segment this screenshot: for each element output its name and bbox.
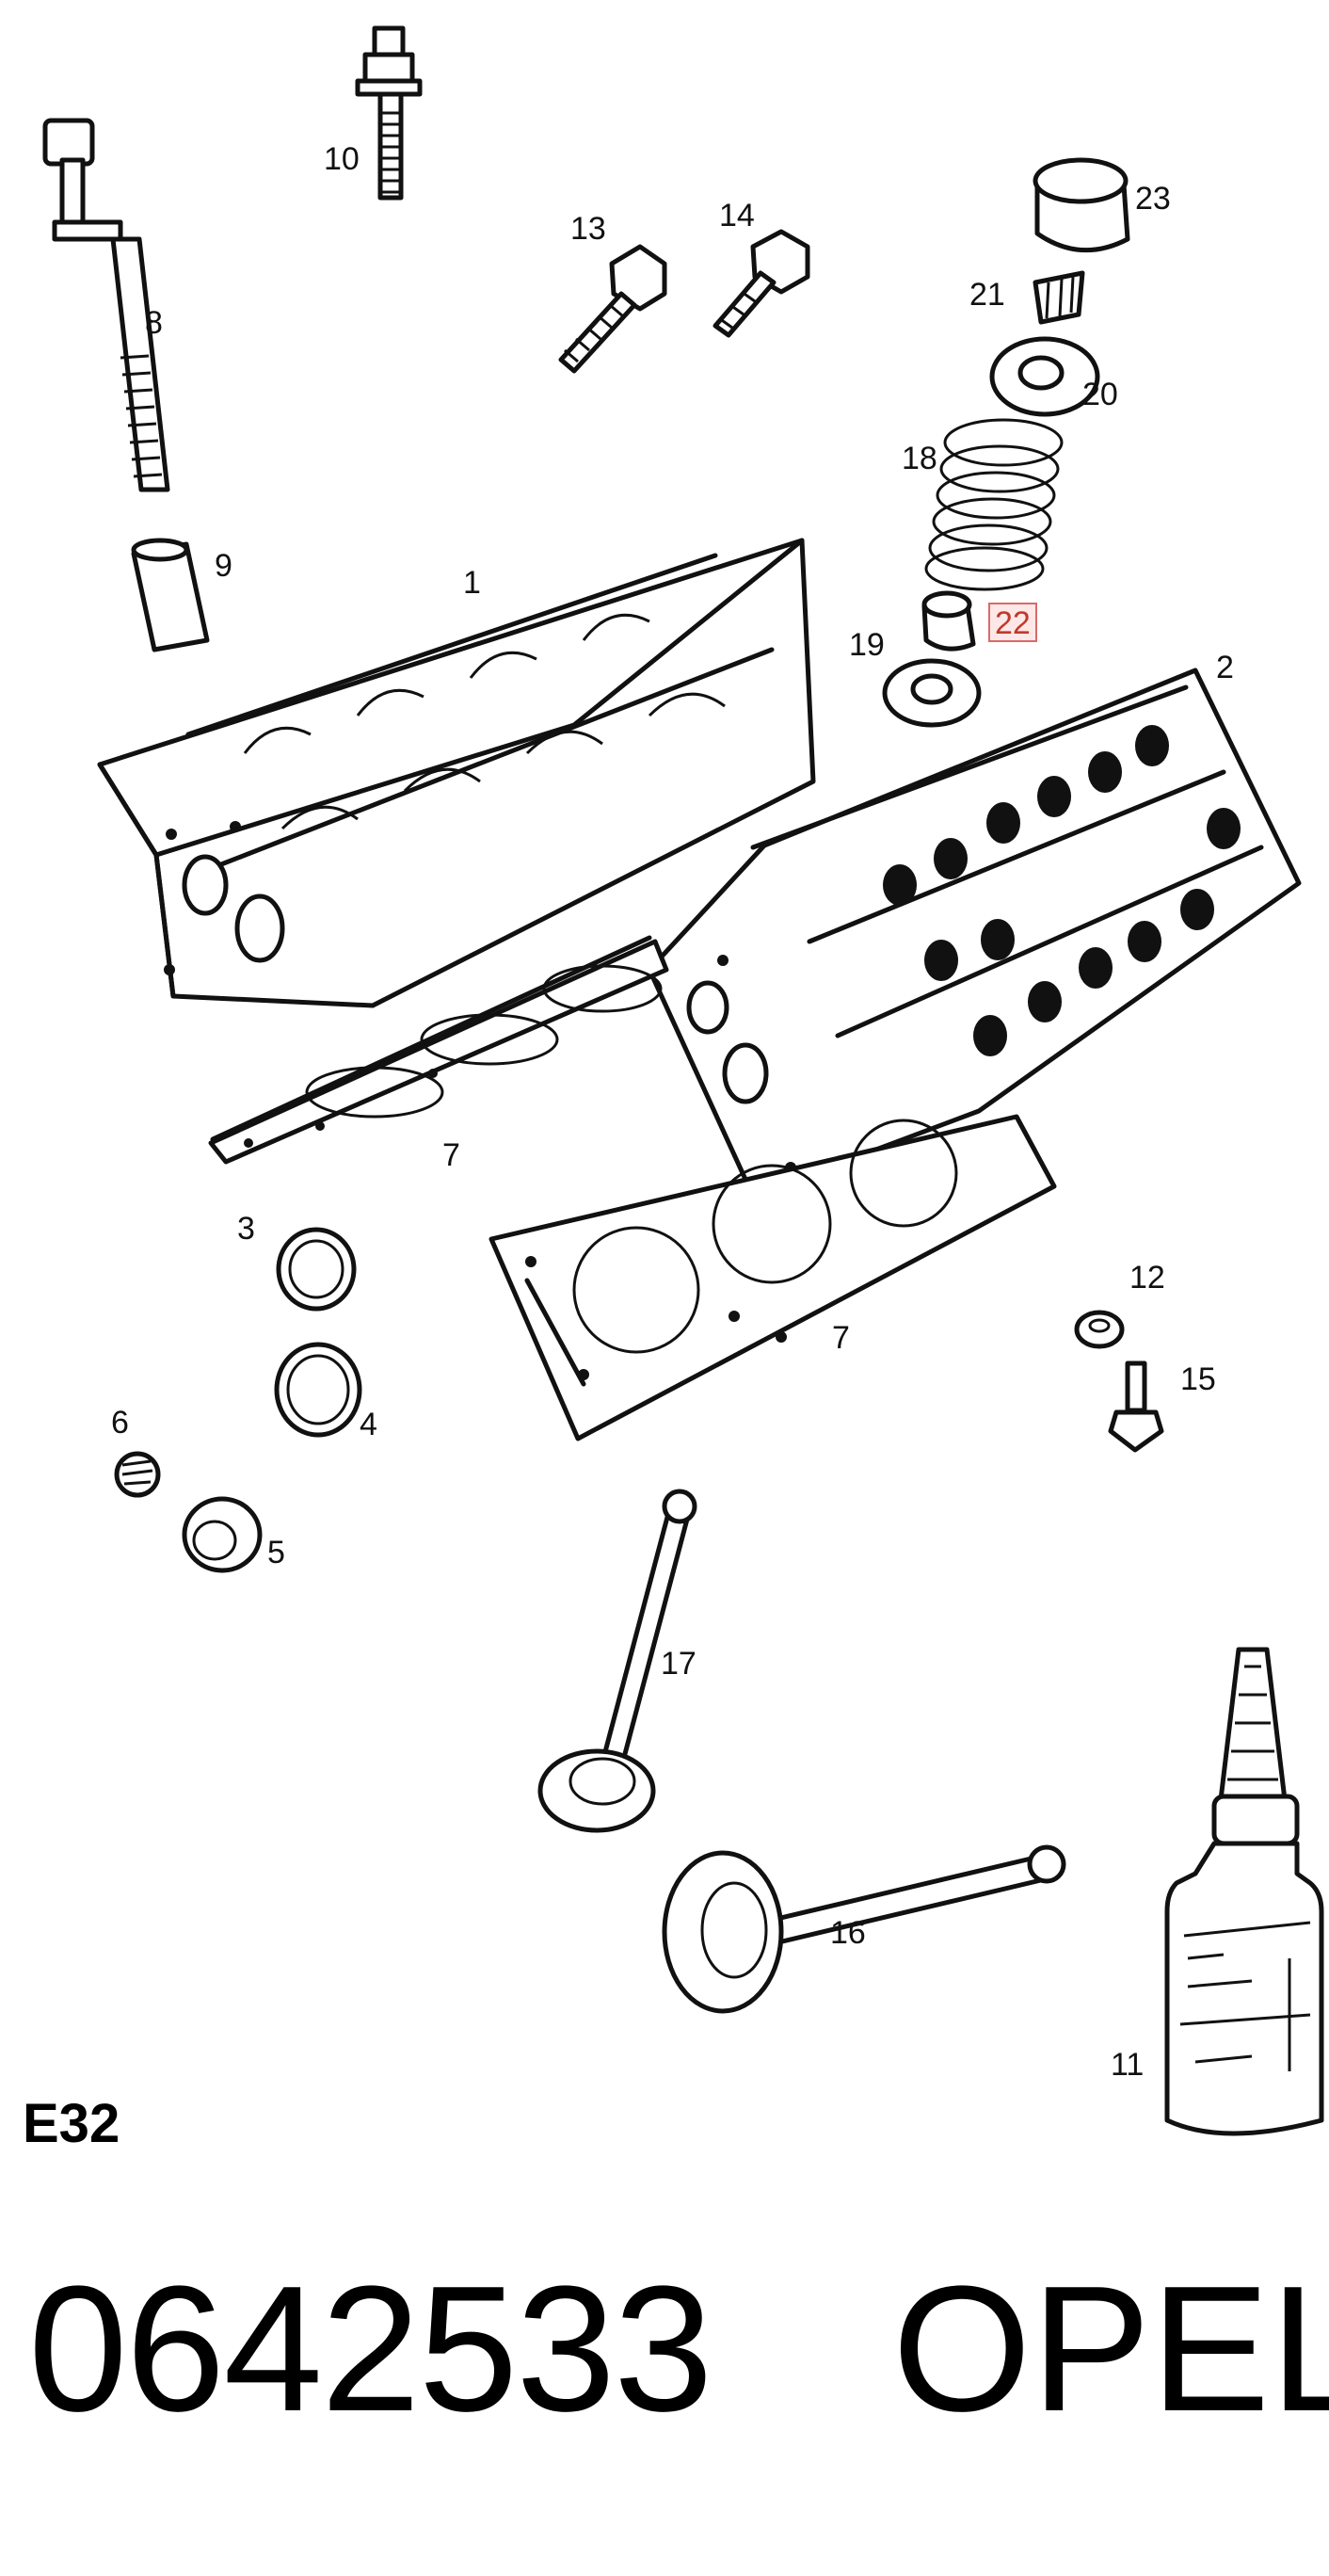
callout-19: 19 [849, 627, 885, 663]
part-9-sleeve [131, 538, 210, 652]
callout-18: 18 [902, 441, 937, 476]
part-7-head-gasket-a [208, 935, 669, 1165]
valve-ports [883, 725, 1241, 1056]
part-18-valve-spring [924, 418, 1064, 591]
part-14-bolt [713, 229, 810, 338]
part-19-spring-seat [882, 658, 982, 728]
callout-17: 17 [661, 1646, 697, 1682]
callout-8: 8 [145, 305, 163, 341]
part-2-cylinder-head [647, 668, 1302, 1199]
part-20-spring-retainer [989, 336, 1100, 417]
part-22-valve-stem-seal [921, 590, 976, 652]
part-5-plug [182, 1496, 263, 1573]
callout-6: 6 [111, 1405, 129, 1441]
brand-name: OPEL [892, 2249, 1329, 2449]
callout-4: 4 [360, 1407, 377, 1442]
callout-14: 14 [719, 198, 755, 233]
part-17-valve [537, 1489, 697, 1833]
callout-12: 12 [1129, 1260, 1165, 1296]
callout-16: 16 [830, 1915, 866, 1951]
part-12-washer [1074, 1310, 1125, 1349]
callout-2: 2 [1216, 650, 1234, 685]
part-11-sealant-bottle [1164, 1647, 1324, 2136]
callout-10: 10 [324, 141, 360, 177]
callout-7b: 7 [832, 1320, 850, 1356]
part-23-tappet [1033, 157, 1130, 253]
part-13-bolt [558, 244, 667, 374]
part-8-head-bolt [42, 118, 170, 492]
callout-3: 3 [237, 1211, 255, 1247]
callout-1: 1 [463, 565, 481, 601]
part-21-valve-keepers [1033, 270, 1085, 325]
callout-11: 11 [1111, 2047, 1145, 2083]
callout-21: 21 [969, 277, 1005, 313]
part-number: 0642533 [28, 2249, 713, 2449]
part-15-bolt [1108, 1360, 1164, 1453]
callout-7a: 7 [442, 1137, 460, 1173]
part-3-seal [276, 1227, 357, 1312]
figure-code: E32 [23, 2093, 120, 2154]
callout-15: 15 [1180, 1361, 1216, 1397]
callout-22-highlighted[interactable]: 22 [988, 603, 1037, 642]
part-7-head-gasket-b [488, 1114, 1057, 1441]
part-1-cylinder-head [97, 538, 816, 1008]
callout-5: 5 [267, 1535, 285, 1570]
part-6-plug [114, 1451, 161, 1498]
callout-9: 9 [215, 548, 232, 584]
callout-23: 23 [1135, 181, 1171, 217]
part-16-valve [662, 1844, 1066, 2014]
callout-20: 20 [1082, 377, 1118, 412]
part-10-bolt [355, 25, 423, 201]
part-4-seal [274, 1342, 362, 1438]
callout-13: 13 [570, 211, 606, 247]
